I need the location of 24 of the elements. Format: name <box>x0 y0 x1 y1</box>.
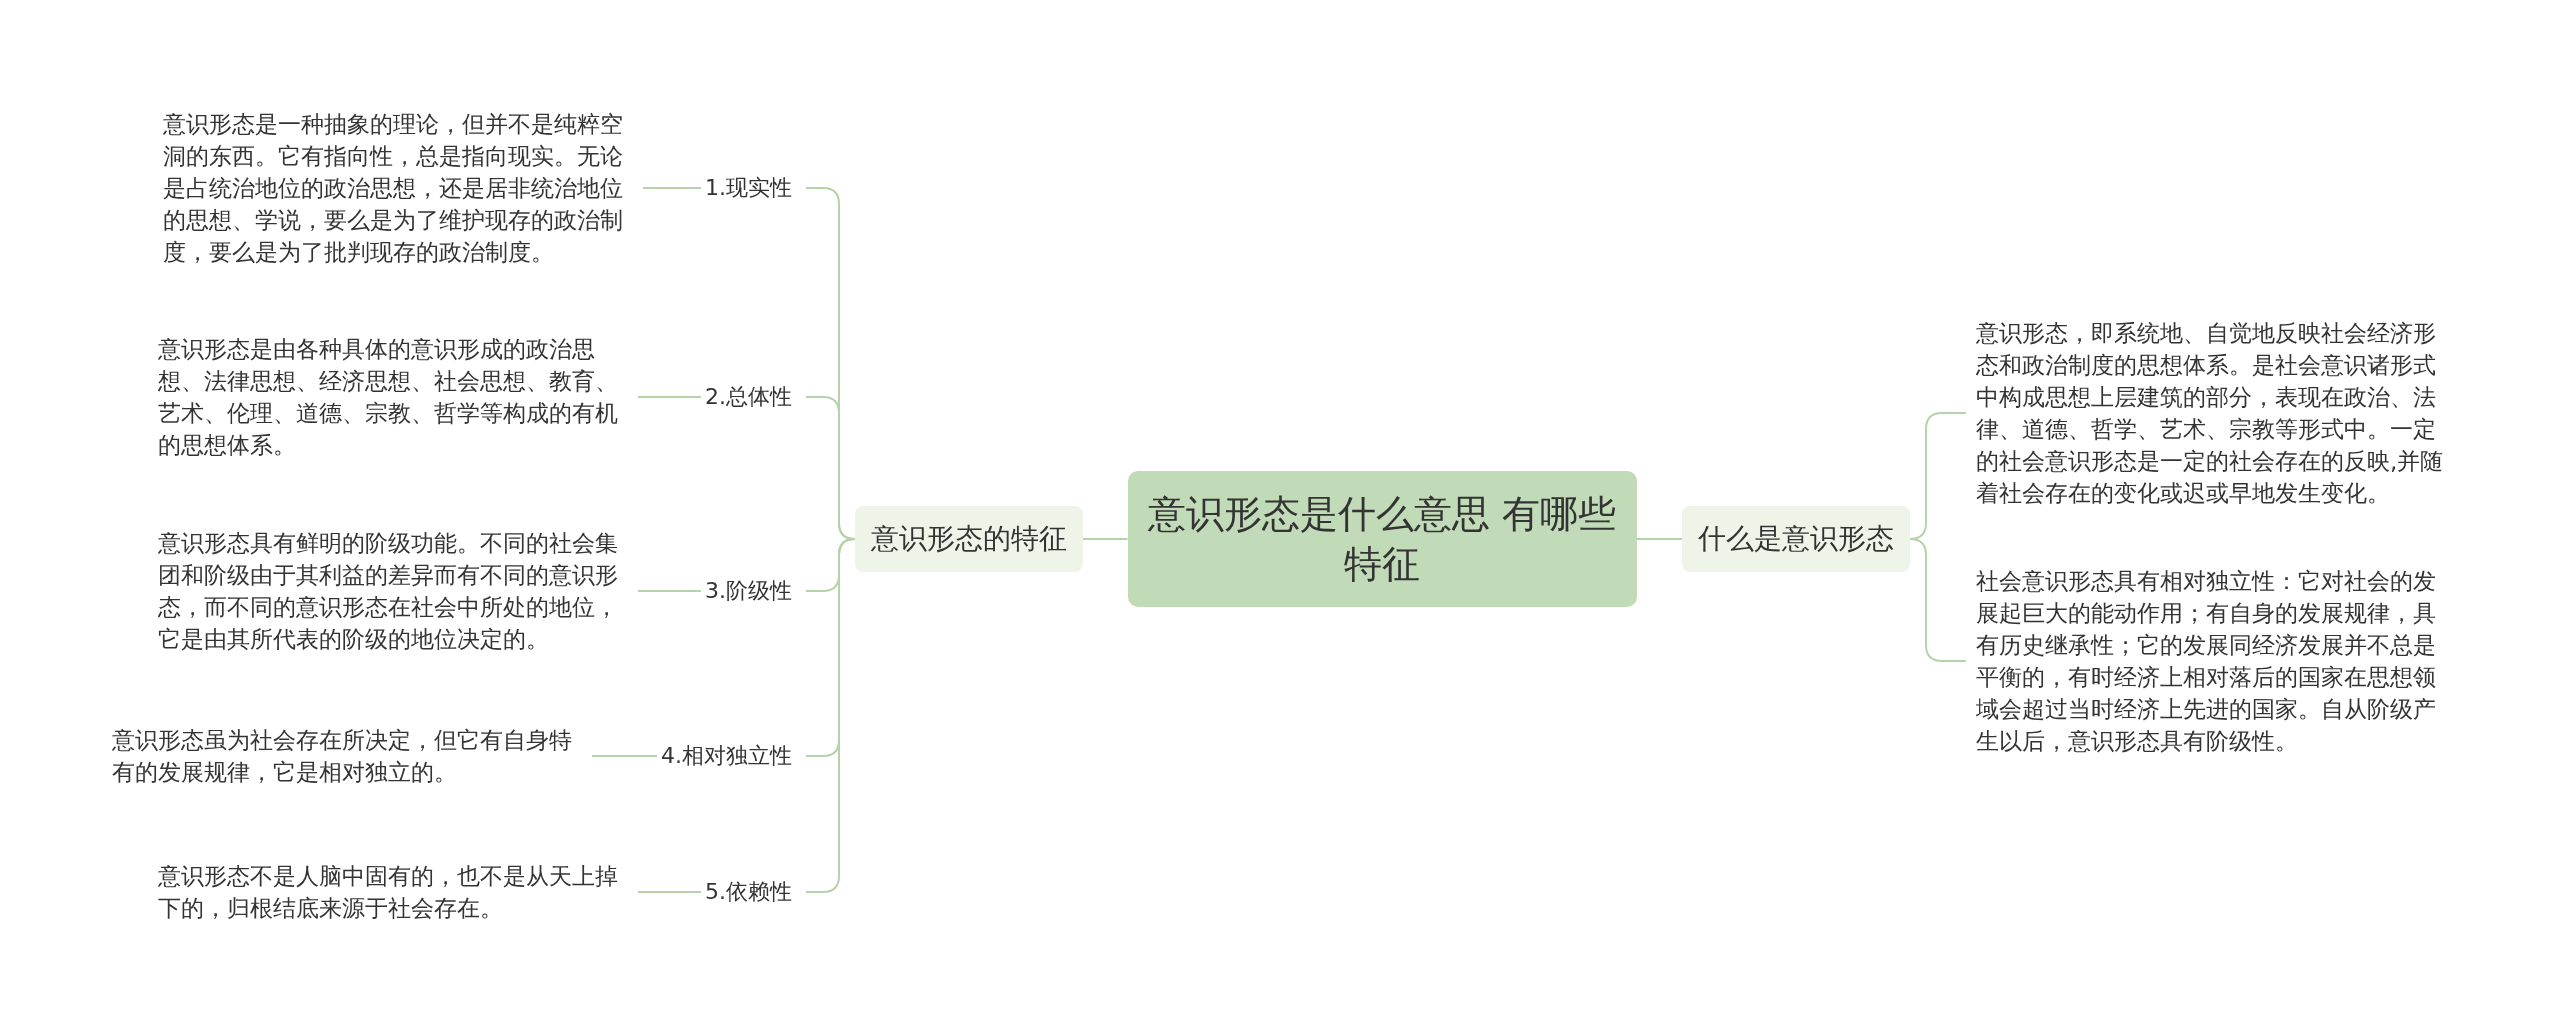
central-topic-box: 意识形态是什么意思 有哪些特征 <box>1127 471 1637 607</box>
description-text: 意识形态是由各种具体的意识形成的政治思想、法律思想、经济思想、社会思想、教育、艺术、伦理、道德、宗教、哲学等构成的有机的思想体系。 <box>158 333 638 461</box>
connector-line <box>642 187 702 189</box>
subtopic-label: 5.依赖性 <box>701 875 796 909</box>
subtopic-label: 1.现实性 <box>701 171 796 205</box>
connector-line <box>1082 538 1129 540</box>
connector-line <box>591 755 658 757</box>
connector-line <box>637 891 702 893</box>
description-text: 意识形态具有鲜明的阶级功能。不同的社会集团和阶级由于其利益的差异而有不同的意识形态，而不同的意识形态在社会中所处的地位，它是由其所代表的阶级的地位决定的。 <box>158 527 638 655</box>
description-text: 意识形态不是人脑中固有的，也不是从天上掉下的，归根结底来源于社会存在。 <box>158 860 638 924</box>
description-text: 社会意识形态具有相对独立性：它对社会的发展起巨大的能动作用；有自身的发展规律，具有历史继承性；它的发展同经济发展并不总是平衡的，有时经济上相对落后的国家在思想领域会超过当时经济上先进的国家。自从阶级产生以后，意识形态具有阶级性。 <box>1976 565 2456 757</box>
description-text: 意识形态，即系统地、自觉地反映社会经济形态和政治制度的思想体系。是社会意识诸形式中构成思想上层建筑的部分，表现在政治、法律、道德、哲学、艺术、宗教等形式中。一定的社会意识形态是一定的社会存在的反映,并随着社会存在的变化或迟或早地发生变化。 <box>1976 317 2456 509</box>
connector-line <box>1635 538 1683 540</box>
connector-line <box>805 538 856 893</box>
connector-line <box>637 396 702 398</box>
subtopic-label: 3.阶级性 <box>701 574 796 608</box>
description-text: 意识形态虽为社会存在所决定，但它有自身特有的发展规律，它是相对独立的。 <box>112 724 592 788</box>
subtopic-label: 2.总体性 <box>701 380 796 414</box>
connector-line <box>637 590 702 592</box>
connector-line <box>1909 538 1967 662</box>
description-text: 意识形态是一种抽象的理论，但并不是纯粹空洞的东西。它有指向性，总是指向现实。无论是占统治地位的政治思想，还是居非统治地位的思想、学说，要么是为了维护现存的政治制度，要么是为了批判现存的政治制度。 <box>163 108 643 268</box>
subtopic-label: 4.相对独立性 <box>657 739 796 773</box>
topic-box: 什么是意识形态 <box>1682 506 1910 572</box>
topic-box: 意识形态的特征 <box>855 506 1083 572</box>
